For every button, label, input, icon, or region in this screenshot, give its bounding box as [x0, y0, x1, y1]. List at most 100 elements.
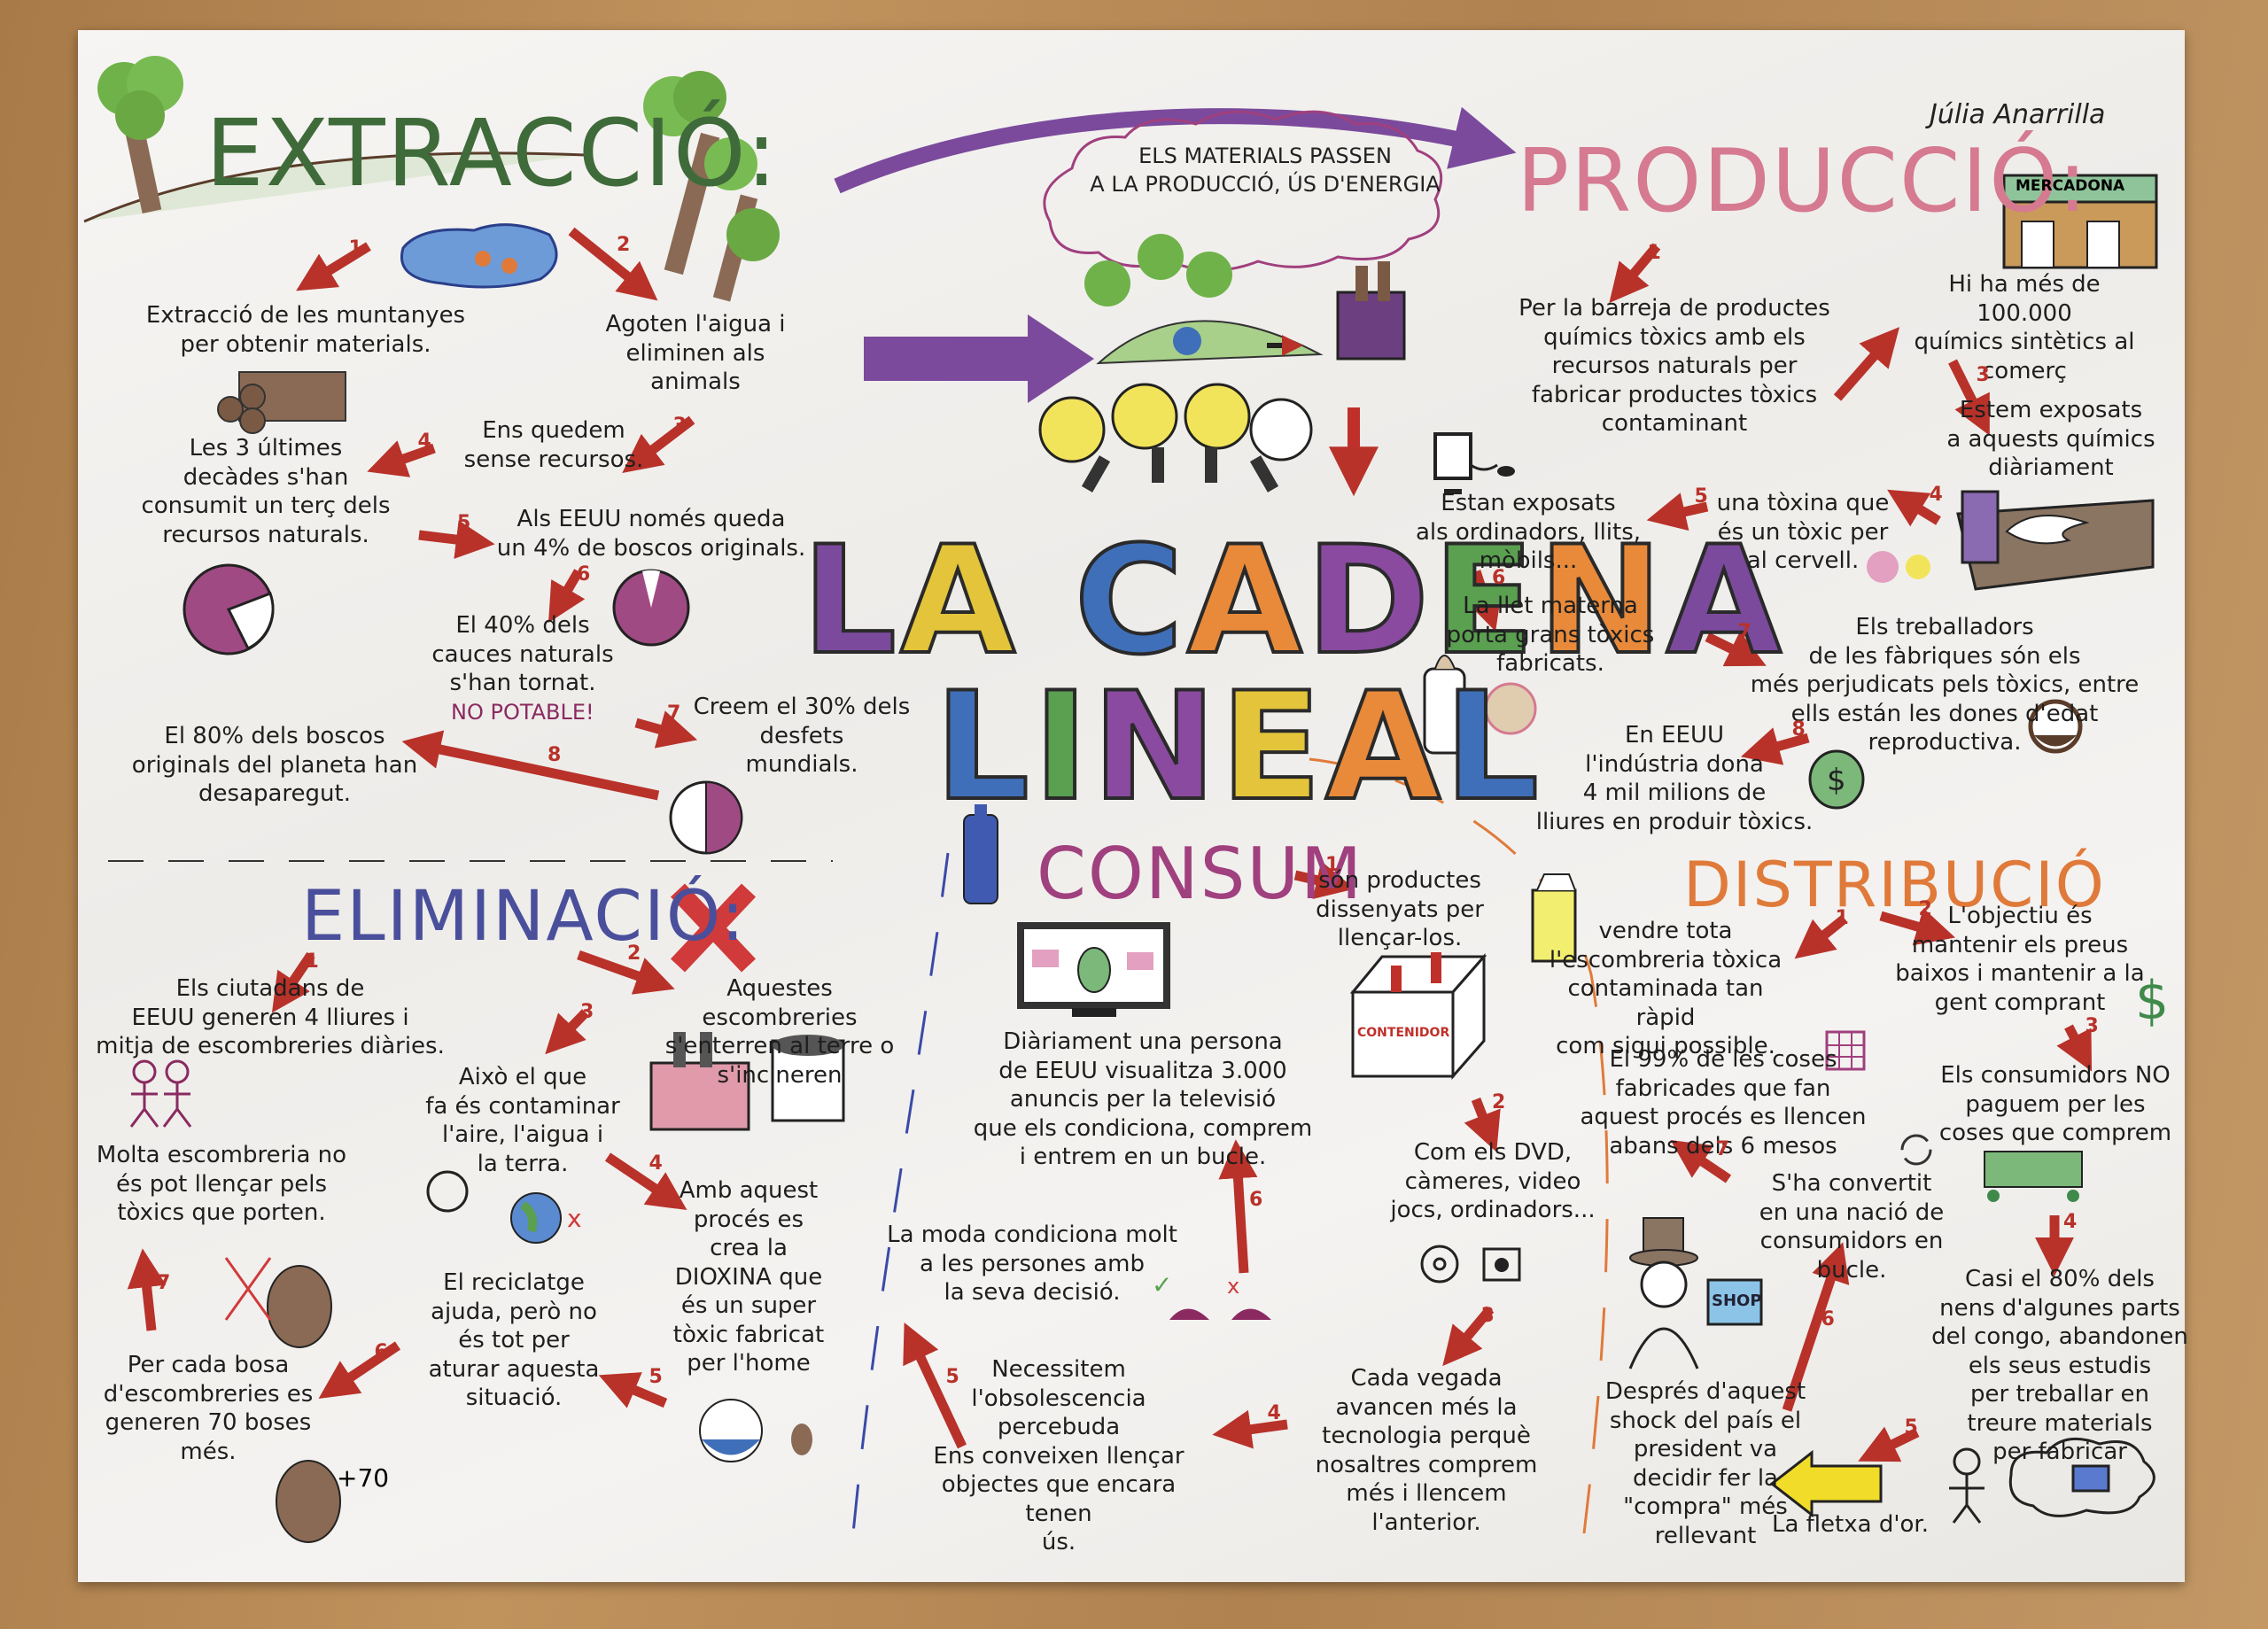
- calendar-icon: [1825, 1030, 1866, 1071]
- step-number-extraccio-4: 4: [417, 431, 431, 453]
- distribucio-step-6-text: S'ha convertit en una nació de consumido…: [1759, 1170, 1945, 1284]
- red-arrow-extraccio-8: [401, 730, 660, 801]
- plus70-label: +70: [337, 1463, 390, 1493]
- red-arrow-eliminacio-7: [127, 1248, 167, 1331]
- red-arrow-consum-2: [1464, 1098, 1501, 1152]
- step-number-eliminacio-5: 5: [649, 1366, 663, 1388]
- author-signature: Júlia Anarrilla: [1930, 99, 2106, 130]
- worker-face-icon: [2028, 699, 2083, 754]
- section-title-distribucio: DISTRIBUCIÓ: [1683, 849, 2106, 921]
- water-fish-icon: [400, 223, 558, 289]
- svg-text:$: $: [2135, 970, 2169, 1032]
- step-number-eliminacio-6: 6: [374, 1340, 388, 1363]
- title-letter: A: [1665, 512, 1785, 689]
- produccio-step-3-text: Estem exposats a aquests químics diàriam…: [1946, 397, 2155, 481]
- red-arrow-eliminacio-3: [545, 1009, 589, 1055]
- title-letter: L: [1442, 658, 1543, 835]
- red-arrow-produccio-5: [1646, 493, 1709, 531]
- red-arrow-extraccio-5: [418, 520, 495, 559]
- red-arrow-produccio-7: [1705, 631, 1767, 667]
- section-dividers: [108, 757, 1609, 1534]
- title-letter: N: [1536, 512, 1666, 689]
- step-arrows: [127, 227, 2093, 1462]
- money-bag-icon: $: [1808, 749, 1865, 810]
- step-number-distribucio-7: 7: [1715, 1137, 1729, 1160]
- extraccio-step-3-text: Ens quedem sense recursos.: [463, 417, 644, 473]
- red-arrow-distribucio-1: [1794, 914, 1848, 959]
- svg-text:$: $: [1827, 763, 1846, 798]
- red-arrow-extraccio-3: [622, 415, 695, 473]
- main-title-line2: LINEALLINEAL: [933, 658, 1543, 835]
- step-number-extraccio-7: 7: [667, 702, 681, 725]
- red-arrow-consum-3: [1442, 1306, 1495, 1367]
- step-number-consum-1: 1: [1325, 853, 1340, 876]
- battery-icon: [963, 804, 998, 904]
- red-arrow-produccio-4: [1887, 489, 1941, 527]
- hill-trees-lightbulbs: [1038, 234, 1324, 493]
- produccio-step-6-text: La llet materna porta grans tòxics fabri…: [1446, 593, 1655, 677]
- shoes-icon: ✓x: [1152, 1270, 1271, 1320]
- dollar-icon: $: [2135, 970, 2169, 1032]
- red-arrow-extraccio-2: [568, 227, 658, 301]
- step-number-produccio-8: 8: [1791, 718, 1806, 741]
- red-arrow-produccio-6: [1464, 570, 1503, 632]
- title-letter: L: [800, 512, 901, 689]
- produccio-step-4-text: una tòxina que és un tòxic per al cervel…: [1716, 490, 1890, 574]
- red-arrow-distribucio-5: [1858, 1426, 1920, 1462]
- red-arrow-distribucio-6: [1782, 1242, 1850, 1412]
- svg-text:x: x: [567, 1204, 582, 1233]
- no-potable-label: NO POTABLE!: [451, 700, 594, 725]
- svg-text:✓: ✓: [1152, 1270, 1172, 1299]
- trees-illustration: [83, 56, 780, 302]
- title-letter: A: [1185, 512, 1306, 689]
- title-letter: N: [1091, 658, 1221, 835]
- bed-icon: [1867, 490, 2155, 591]
- tv-ad-icon: [1017, 922, 1170, 1017]
- eliminacio-step-1-text: Els ciutadans de EEUU generen 4 lliures …: [96, 975, 445, 1059]
- step-number-distribucio-2: 2: [1918, 897, 1932, 920]
- consum-step-6-text: La moda condiciona molt a les persones a…: [887, 1222, 1177, 1306]
- step-number-extraccio-1: 1: [348, 237, 362, 260]
- milk-carton-icon: [1531, 873, 1577, 963]
- eliminacio-step-2-text: Aquestes escombreries s'enterren al terr…: [664, 975, 895, 1089]
- step-number-produccio-2: 2: [1871, 342, 1885, 365]
- factory-incinerator-icon: [649, 1032, 845, 1131]
- step-number-produccio-7: 7: [1737, 621, 1751, 643]
- store-icon: [2002, 174, 2158, 269]
- eliminacio-step-4-text: Amb aquest procés es crea la DIOXINA que…: [672, 1177, 825, 1377]
- red-arrow-consum-6: [1218, 1139, 1258, 1274]
- step-number-produccio-1: 1: [1647, 241, 1661, 264]
- earth-icon: x: [426, 1170, 582, 1244]
- eliminacio-step-7-text: Molta escombreria no és pot llençar pels…: [96, 1142, 347, 1226]
- step-number-produccio-4: 4: [1929, 483, 1943, 506]
- red-arrow-produccio-8: [1740, 727, 1810, 765]
- consum-step-3-text: Cada vegada avancen més la tecnologia pe…: [1315, 1365, 1538, 1536]
- logs-icon: [217, 371, 346, 434]
- thought-cloud: [1043, 110, 1443, 272]
- trash-bag-icon: [224, 1257, 341, 1543]
- step-number-consum-5: 5: [945, 1366, 959, 1388]
- red-arrow-produccio-3: [1948, 359, 1990, 436]
- title-letter: C: [1073, 512, 1187, 689]
- red-arrow-produccio-2: [1833, 327, 1900, 401]
- consum-step-4-text: Necessitem l'obsolescencia percebuda Ens…: [933, 1356, 1184, 1555]
- big-purple-arrow: [864, 314, 1094, 403]
- red-arrow-consum-5: [903, 1323, 967, 1449]
- step-number-distribucio-1: 1: [1835, 906, 1849, 929]
- title-letter: E: [1431, 512, 1539, 689]
- eliminacio-step-5-text: El reciclatge ajuda, però no és tot per …: [428, 1269, 600, 1411]
- consum-intro: Diàriament una persona de EEUU visualitz…: [973, 1028, 1313, 1170]
- red-arrow-eliminacio-4: [604, 1152, 687, 1211]
- main-title-line1: LA CADENALA CADENA: [800, 512, 1785, 689]
- step-number-consum-3: 3: [1480, 1304, 1495, 1327]
- step-number-produccio-3: 3: [1976, 364, 1990, 386]
- masked-person-icon: [699, 1399, 812, 1462]
- extraccio-step-6-text: El 40% dels cauces naturals s'han tornat…: [431, 612, 614, 696]
- step-number-distribucio-6: 6: [1821, 1307, 1835, 1330]
- section-title-produccio: PRODUCCIÓ:: [1517, 131, 2089, 232]
- distribucio-step-1-text: vendre tota l'escombreria tòxica contami…: [1549, 918, 1783, 1059]
- container-box-icon: [1349, 952, 1487, 1080]
- produccio-step-8-text: En EEUU l'indústria dona 4 mil milions d…: [1535, 722, 1814, 835]
- step-number-extraccio-5: 5: [457, 512, 471, 534]
